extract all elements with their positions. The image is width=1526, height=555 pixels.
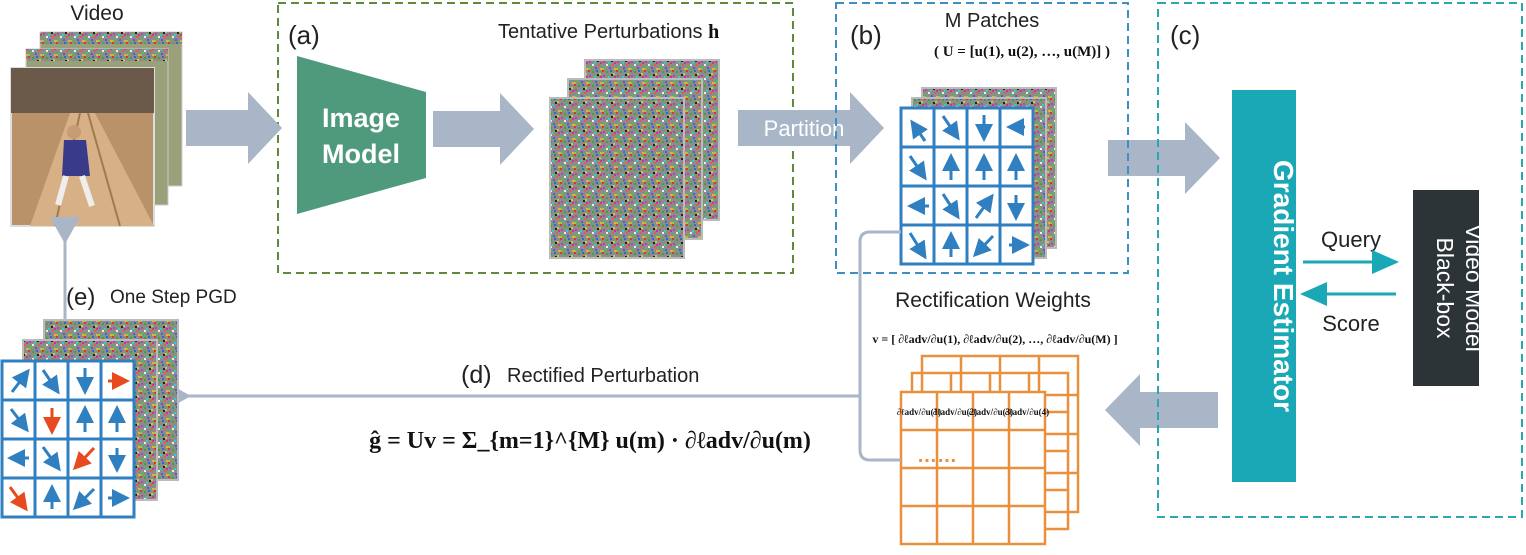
arrow-estimator-to-weights [1105,374,1218,446]
panel-e: (e) One Step PGD [0,217,237,519]
updated-direction-arrows [8,372,130,512]
arrow-model-to-perturbation [433,93,534,165]
panel-a: (a) Tentative Perturbations h Image Mode… [277,2,794,274]
panel-b: (b) M Patches ( U = [u(1), u(2), …, u(M)… [835,2,1129,274]
m-patches-title: M Patches [945,10,1039,32]
weights-grid [899,390,1047,546]
panel-d: (d) Rectified Perturbation ĝ = Uv = Σ_{m… [369,361,811,454]
arrow-patches-to-estimator [1108,122,1220,194]
weight-cell-2: ∂ℓadv/∂u(2) [933,407,977,417]
patch-grid [899,106,1035,266]
tentative-perturbation-stack [549,59,720,259]
video-title: Video [70,2,123,25]
weight-cell-1: ∂ℓadv/∂u(1) [897,407,941,417]
panel-d-tag: (d) [461,361,492,389]
image-model-block: Image Model [297,56,426,214]
black-box-video-model [1413,190,1479,386]
panel-c-tag: (c) [1170,20,1200,50]
black-box-label-line2: Video Model [1461,224,1487,351]
image-model-label-line2: Model [322,139,400,169]
panel-c: (c) Gradient Estimator Black-box Video M… [1157,2,1523,518]
weight-cell-4: ∂ℓadv/∂u(4) [1005,407,1049,417]
gradient-estimator-block [1232,90,1296,482]
weight-dots: …… [917,445,957,467]
black-box-label-line1: Black-box [1432,238,1458,339]
video-frames: Video [10,2,183,227]
panel-b-tag: (b) [850,20,882,50]
rectified-perturbation-title: Rectified Perturbation [507,365,699,387]
score-label: Score [1322,311,1379,336]
rectification-weights: Rectification Weights v = [ ∂ℓadv/∂u(1),… [872,289,1118,546]
updated-patch-grid [0,359,136,519]
one-step-pgd-title: One Step PGD [110,287,237,308]
partition-label: Partition [764,116,845,141]
bowling-video-frame [10,67,155,227]
combine-connector [164,230,901,462]
panel-a-tag: (a) [288,20,320,50]
query-label: Query [1321,227,1381,252]
rectification-title: Rectification Weights [895,289,1091,312]
direction-arrows [907,115,1030,260]
patches-formula: ( U = [u(1), u(2), …, u(M)] ) [934,44,1110,60]
rectified-formula: ĝ = Uv = Σ_{m=1}^{M} u(m) · ∂ℓadv/∂u(m) [369,428,811,454]
image-model-label-line1: Image [322,103,400,133]
gradient-estimator-label: Gradient Estimator [1268,160,1299,412]
arrow-video-to-model [186,92,282,164]
weight-cell-3: ∂ℓadv/∂u(3) [969,407,1013,417]
partition-arrow [738,92,884,164]
flow-arrows [186,92,1220,446]
tentative-perturbations-caption: Tentative Perturbations h [498,21,719,43]
rectification-formula: v = [ ∂ℓadv/∂u(1), ∂ℓadv/∂u(2), …, ∂ℓadv… [872,332,1117,346]
panel-e-tag: (e) [66,284,95,311]
